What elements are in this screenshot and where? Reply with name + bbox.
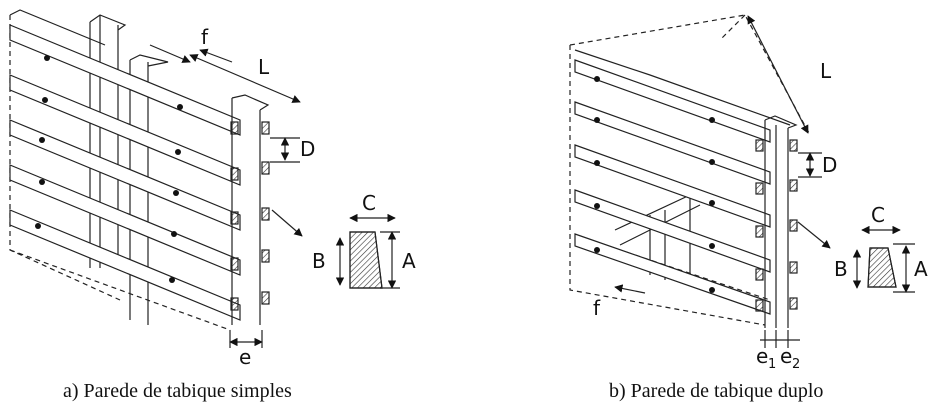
panel-b-label-e1-subscript: 1 <box>768 357 776 372</box>
panel-a-section-detail <box>335 213 400 289</box>
panel-a-boards <box>9 24 241 321</box>
panel-b-section-detail <box>852 225 915 293</box>
panel-a-label-f: f <box>201 25 209 49</box>
panel-a-nails <box>35 55 183 283</box>
caption-single-wall: a) Parede de tabique simples <box>63 380 292 402</box>
panel-a-diagram <box>9 9 400 348</box>
caption-double-wall: b) Parede de tabique duplo <box>609 380 824 402</box>
panel-b-label-A: A <box>914 257 928 281</box>
panel-b-label-e2-subscript: 2 <box>792 357 800 372</box>
panel-a-label-C: C <box>362 191 376 215</box>
panel-b-board-ends <box>755 139 798 312</box>
panel-b-label-B: B <box>834 257 848 281</box>
panel-b-label-e2: e <box>780 344 792 368</box>
panel-b-nails <box>594 76 715 293</box>
panel-b-label-D: D <box>822 153 837 177</box>
panel-b-label-L: L <box>820 59 832 83</box>
panel-b-boards <box>574 59 771 315</box>
panel-a-label-e: e <box>239 345 251 369</box>
panel-b-label-f: f <box>593 296 601 320</box>
panel-b-label-C: C <box>871 203 885 227</box>
panel-a-label-D: D <box>300 137 315 161</box>
panel-b-label-e1: e <box>756 344 768 368</box>
panel-a-label-L: L <box>258 55 270 79</box>
panel-b-diagram <box>569 14 915 348</box>
panel-a-label-A: A <box>402 249 416 273</box>
panel-a-board-ends <box>230 121 270 311</box>
panel-a-label-B: B <box>312 249 326 273</box>
